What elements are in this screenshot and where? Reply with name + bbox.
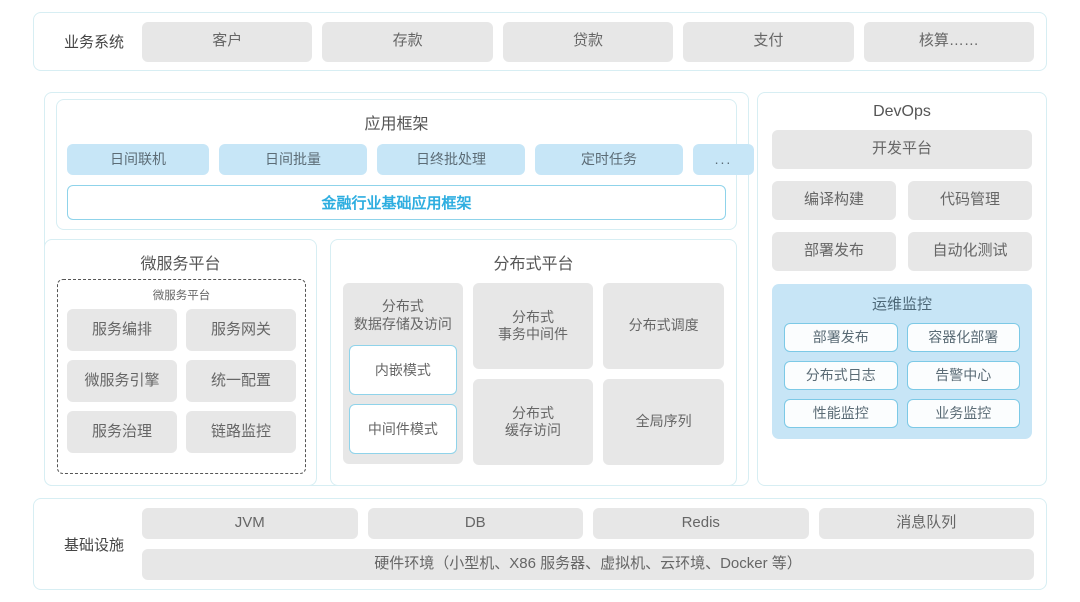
ops-tile-alert-center[interactable]: 告警中心	[906, 361, 1020, 390]
storage-mode-middleware[interactable]: 中间件模式	[349, 404, 457, 455]
infra-tile-message-queue[interactable]: 消息队列	[818, 508, 1034, 539]
ops-tile-container-deploy[interactable]: 容器化部署	[906, 323, 1020, 352]
ops-tile-deploy-release[interactable]: 部署发布	[784, 323, 898, 352]
devops-tile-compile-build[interactable]: 编译构建	[772, 181, 896, 220]
infra-tile-hardware-environment[interactable]: 硬件环境（小型机、X86 服务器、虚拟机、云环境、Docker 等）	[142, 549, 1034, 580]
distributed-storage-line2: 数据存储及访问	[353, 316, 452, 333]
app-tile-eod-batch[interactable]: 日终批处理	[377, 144, 525, 175]
micro-tile-service-orchestration[interactable]: 服务编排	[67, 309, 177, 351]
devops-title: DevOps	[873, 103, 931, 120]
infra-tile-jvm[interactable]: JVM	[142, 508, 358, 539]
devops-tile-dev-platform[interactable]: 开发平台	[772, 130, 1032, 169]
microservice-platform-inner-title: 微服务平台	[152, 290, 211, 302]
micro-tile-microservice-engine[interactable]: 微服务引擎	[67, 360, 177, 402]
ops-tile-performance-monitor[interactable]: 性能监控	[784, 399, 898, 428]
business-system-tiles: 客户 存款 贷款 支付 核算……	[142, 21, 1035, 62]
distributed-right-column: 分布式调度 全局序列	[603, 283, 724, 465]
distributed-platform-title: 分布式平台	[493, 256, 574, 273]
infra-tile-redis[interactable]: Redis	[593, 508, 809, 539]
business-system-section: 业务系统 客户 存款 贷款 支付 核算……	[33, 12, 1047, 71]
app-tile-more[interactable]: ...	[693, 144, 754, 175]
microservice-tiles: 服务编排 服务网关 微服务引擎 统一配置 服务治理 链路监控	[58, 309, 305, 453]
distributed-storage-tile[interactable]: 分布式 数据存储及访问 内嵌模式 中间件模式	[343, 283, 463, 464]
storage-mode-embedded[interactable]: 内嵌模式	[349, 345, 457, 396]
app-tile-daytime-batch[interactable]: 日间批量	[219, 144, 367, 175]
distributed-storage-caption: 分布式 数据存储及访问	[343, 297, 463, 333]
ops-tile-distributed-log[interactable]: 分布式日志	[784, 361, 898, 390]
micro-tile-trace-monitoring[interactable]: 链路监控	[186, 411, 296, 453]
distributed-platform-body: 分布式 数据存储及访问 内嵌模式 中间件模式 分布式 事务中间件	[331, 283, 736, 465]
dist-cache-line1: 分布式	[512, 404, 554, 421]
app-framework-title: 应用框架	[364, 116, 429, 133]
distributed-platform-section: 分布式平台 分布式 数据存储及访问 内嵌模式 中间件模式 分	[330, 239, 737, 486]
business-tile-accounting[interactable]: 核算……	[863, 21, 1035, 62]
business-tile-customer[interactable]: 客户	[142, 21, 313, 62]
micro-tile-service-gateway[interactable]: 服务网关	[186, 309, 296, 351]
infrastructure-tiles: JVM DB Redis 消息队列	[142, 508, 1034, 539]
microservice-platform-title: 微服务平台	[140, 256, 221, 273]
distributed-middle-column: 分布式 事务中间件 分布式 缓存访问	[472, 283, 594, 465]
devops-tile-deploy-release[interactable]: 部署发布	[772, 232, 896, 271]
dist-tile-cache-access[interactable]: 分布式 缓存访问	[472, 379, 594, 465]
dist-transaction-line1: 分布式	[512, 308, 554, 325]
ops-monitoring-panel: 运维监控 部署发布 容器化部署 分布式日志 告警中心 性能监控 业务监控	[772, 284, 1032, 439]
ops-monitoring-title: 运维监控	[871, 296, 932, 313]
dist-transaction-line2: 事务中间件	[498, 326, 568, 342]
dist-tile-scheduling[interactable]: 分布式调度	[603, 283, 724, 369]
business-system-label: 业务系统	[63, 34, 124, 51]
ops-monitoring-tiles: 部署发布 容器化部署 分布式日志 告警中心 性能监控 业务监控	[784, 323, 1020, 428]
business-tile-payment[interactable]: 支付	[683, 21, 854, 62]
devops-tile-automated-test[interactable]: 自动化测试	[908, 232, 1032, 271]
business-tile-loan[interactable]: 贷款	[502, 21, 674, 62]
ops-tile-business-monitor[interactable]: 业务监控	[906, 399, 1020, 428]
devops-section: DevOps 开发平台 编译构建 代码管理 部署发布 自动化测试 运维监控 部署…	[757, 92, 1047, 486]
financial-base-framework-banner: 金融行业基础应用框架	[67, 185, 726, 220]
app-framework-tiles: 日间联机 日间批量 日终批处理 定时任务 ...	[67, 144, 754, 175]
devops-tiles: 编译构建 代码管理 部署发布 自动化测试	[772, 181, 1032, 271]
micro-tile-service-governance[interactable]: 服务治理	[67, 411, 177, 453]
business-tile-deposit[interactable]: 存款	[322, 21, 493, 62]
distributed-storage-line1: 分布式	[381, 298, 424, 314]
dist-tile-transaction-middleware[interactable]: 分布式 事务中间件	[472, 283, 594, 369]
distributed-storage-column: 分布式 数据存储及访问 内嵌模式 中间件模式	[343, 283, 463, 465]
devops-tile-code-management[interactable]: 代码管理	[908, 181, 1032, 220]
infra-tile-db[interactable]: DB	[367, 508, 583, 539]
distributed-storage-modes: 内嵌模式 中间件模式	[349, 345, 457, 455]
app-tile-daytime-online[interactable]: 日间联机	[67, 144, 209, 175]
microservice-platform-dashed-box: 微服务平台 服务编排 服务网关 微服务引擎 统一配置 服务治理 链路监控	[57, 279, 306, 474]
app-tile-scheduled-task[interactable]: 定时任务	[535, 144, 683, 175]
micro-tile-unified-config[interactable]: 统一配置	[186, 360, 296, 402]
dist-tile-global-sequence[interactable]: 全局序列	[603, 379, 724, 465]
infrastructure-section: 基础设施 JVM DB Redis 消息队列 硬件环境（小型机、X86 服务器、…	[33, 498, 1047, 590]
microservice-platform-section: 微服务平台 微服务平台 服务编排 服务网关 微服务引擎 统一配置 服务治理 链路…	[44, 239, 317, 486]
infrastructure-body: JVM DB Redis 消息队列 硬件环境（小型机、X86 服务器、虚拟机、云…	[142, 508, 1034, 580]
app-framework-section: 应用框架 日间联机 日间批量 日终批处理 定时任务 ... 金融行业基础应用框架	[56, 99, 754, 230]
infrastructure-label: 基础设施	[63, 536, 124, 554]
dist-cache-line2: 缓存访问	[505, 422, 561, 438]
